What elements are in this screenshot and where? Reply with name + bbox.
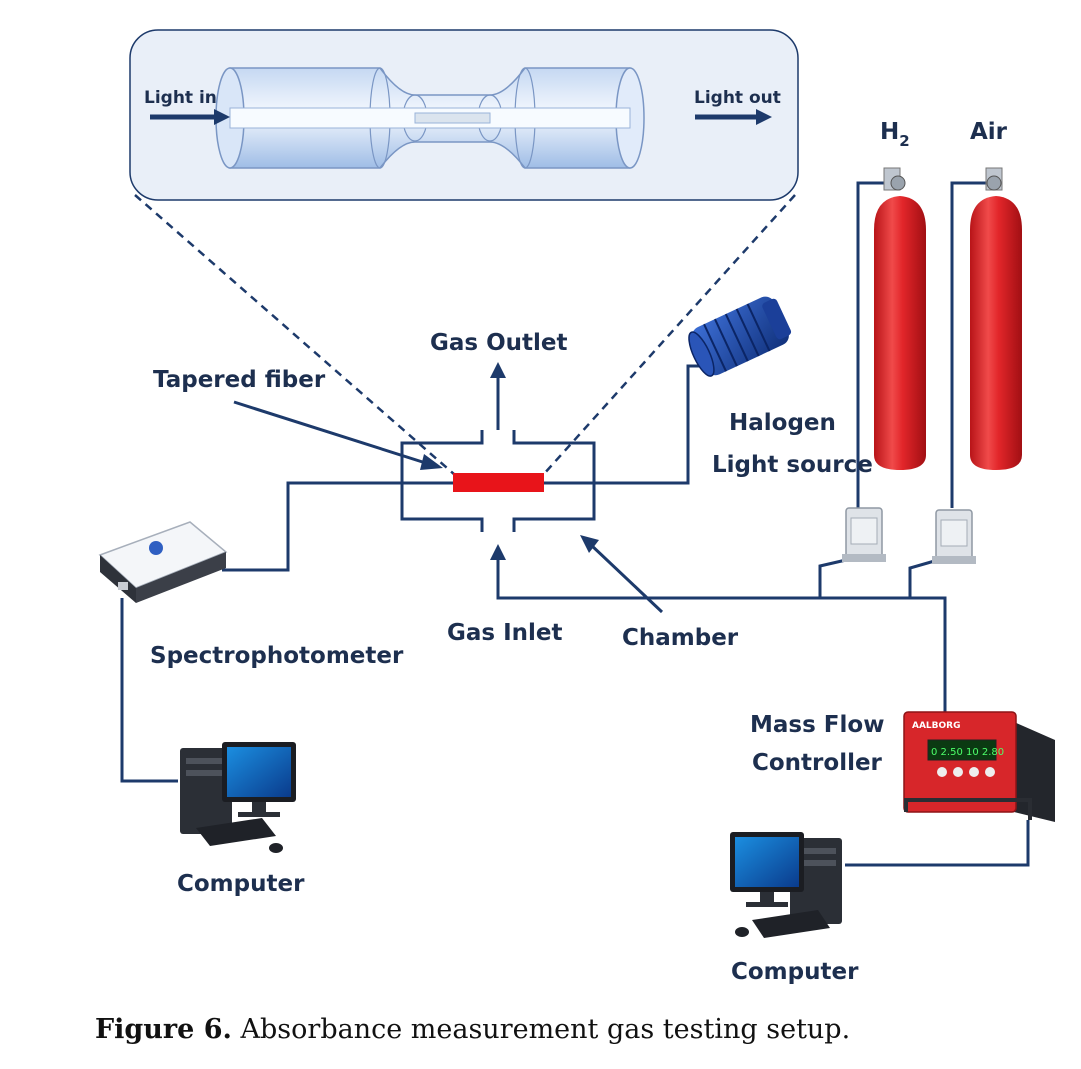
right-computer-label: Computer <box>731 959 859 985</box>
mass-flow-label-line2: Controller <box>752 750 883 776</box>
chamber-label: Chamber <box>622 625 739 651</box>
air-label: Air <box>970 119 1008 145</box>
figure-number: Figure 6. <box>95 1014 232 1045</box>
h2-gas-cylinder-icon <box>874 167 926 470</box>
chamber-pointer-arrow-icon <box>588 542 664 614</box>
zoom-line-left <box>134 194 456 476</box>
gas-inlet-arrow-icon <box>490 544 506 560</box>
spectrophotometer-icon <box>98 521 228 603</box>
air-gas-cylinder-icon <box>970 167 1022 470</box>
halogen-label-line1: Halogen <box>729 410 836 436</box>
halogen-label-line2: Light source <box>712 452 873 478</box>
mass-flow-controller-icon: 0 2.50 10 2.80 AALBORG <box>903 711 1055 822</box>
left-computer-icon <box>180 742 296 853</box>
spectrophotometer-label: Spectrophotometer <box>150 643 404 669</box>
h2-label: H2 <box>880 119 910 150</box>
left-computer-label: Computer <box>177 871 305 897</box>
halogen-light-source-icon <box>688 296 792 377</box>
right-computer-icon <box>730 832 842 938</box>
h2-flow-meter-icon <box>842 507 886 562</box>
air-flow-meter-icon <box>932 509 976 564</box>
light-in-label: Light in <box>144 88 217 108</box>
tapered-fiber-pointer-arrow-icon <box>233 400 433 467</box>
light-out-label: Light out <box>694 88 781 108</box>
figure-caption-text: Absorbance measurement gas testing setup… <box>231 1014 851 1045</box>
gas-outlet-label: Gas Outlet <box>430 330 568 356</box>
mfc-display-readout: 0 2.50 10 2.80 <box>931 747 1004 758</box>
fiber-inset-panel: Light in Light out <box>129 29 799 201</box>
figure-caption: Figure 6. Absorbance measurement gas tes… <box>95 1014 1055 1045</box>
tapered-fiber <box>453 473 544 492</box>
zoom-line-right <box>542 194 796 476</box>
mfc-brand-label: AALBORG <box>912 721 961 731</box>
chamber <box>400 430 596 532</box>
connection-lines <box>120 181 1030 867</box>
tapered-fiber-label: Tapered fiber <box>153 367 326 393</box>
gas-inlet-label: Gas Inlet <box>447 620 563 646</box>
mass-flow-label-line1: Mass Flow <box>750 712 884 738</box>
